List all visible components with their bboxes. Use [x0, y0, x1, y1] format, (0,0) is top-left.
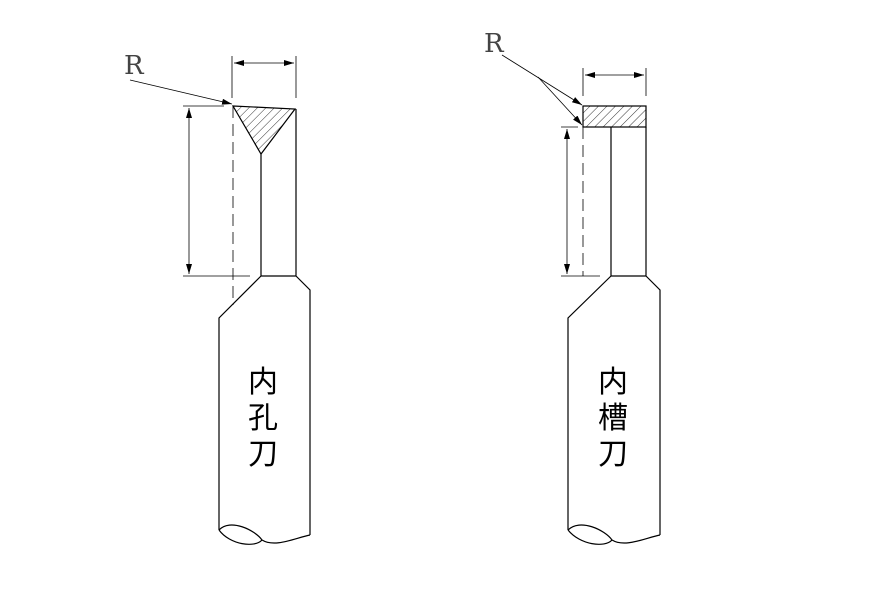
- boring-tool: R 内 孔 刀: [124, 51, 311, 545]
- cutting-tip: [231, 105, 297, 156]
- height-dimension: [183, 105, 250, 277]
- tool-char-3: 刀: [248, 437, 278, 472]
- radius-label: R: [124, 51, 145, 81]
- width-dimension: [231, 56, 297, 98]
- grooving-tool: R 内 槽 刀: [484, 29, 661, 545]
- tool-shank: [567, 127, 661, 535]
- tool-char-1: 内: [248, 365, 278, 400]
- tool-char-2: 槽: [598, 401, 628, 436]
- tool-char-2: 孔: [248, 401, 278, 436]
- radius-leader-bottom: [537, 76, 583, 126]
- break-line: [218, 524, 311, 545]
- tool-shank: [218, 109, 311, 535]
- tool-char-1: 内: [598, 365, 628, 400]
- break-line: [567, 524, 661, 545]
- tool-char-3: 刀: [598, 437, 628, 472]
- radius-leader-top: [501, 54, 583, 106]
- radius-label: R: [484, 29, 505, 59]
- width-dimension: [582, 68, 647, 96]
- radius-leader: [129, 79, 233, 105]
- cutting-tip: [582, 105, 647, 128]
- height-dimension: [561, 126, 600, 277]
